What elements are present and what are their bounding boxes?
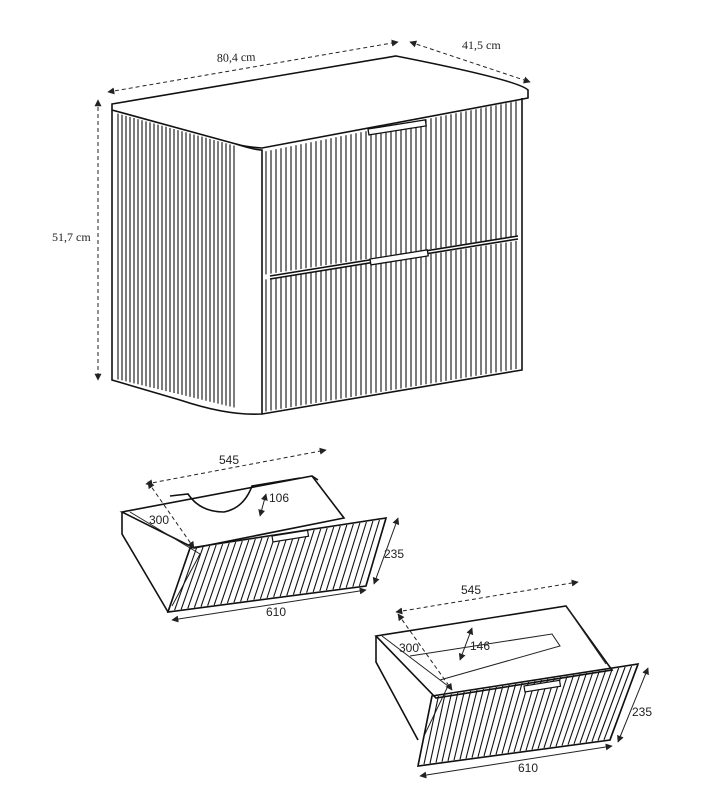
drawer-top-rib [174, 547, 198, 611]
drawer-bottom-rib [561, 672, 588, 746]
drawer-top-rib [240, 537, 263, 602]
cabinet-depth-label: 41,5 cm [462, 38, 501, 52]
drawer-bottom-rib [585, 668, 613, 743]
drawer-bottom-rib [579, 669, 607, 744]
drawer-bottom-rib [495, 683, 517, 755]
drawer-bottom-ribs [417, 664, 639, 766]
drawer-top-rib [365, 518, 387, 586]
cabinet-height-label: 51,7 cm [52, 230, 91, 244]
drawer-bottom-side-label: 300 [399, 641, 419, 655]
drawer-top-rib [246, 536, 269, 601]
drawer-bottom: 545 300 146 235 610 [374, 579, 652, 779]
drawer-top-rib [213, 541, 237, 606]
drawer-top-rib [193, 544, 217, 608]
drawer-bottom-rib [543, 675, 568, 749]
drawer-bottom-rib [555, 673, 581, 747]
drawer-top-rib [319, 525, 341, 592]
drawer-bottom-rib [429, 694, 446, 764]
drawer-bottom-rib [489, 684, 510, 756]
drawer-bottom-rib [591, 667, 620, 742]
drawer-bottom-front [416, 663, 640, 767]
drawer-bottom-rib [501, 682, 523, 754]
drawer-bottom-handle [523, 679, 562, 693]
drawer-top-rib [306, 527, 328, 593]
drawer-top-rib [200, 543, 224, 607]
drawer-top-rib [279, 531, 302, 597]
drawer-top-front-width-label: 610 [266, 605, 286, 619]
drawer-top-front-height-label: 235 [384, 547, 404, 561]
drawer-top: 545 300 106 235 610 [119, 447, 404, 623]
drawer-top-rib [167, 548, 191, 612]
drawer-bottom-rib [597, 666, 626, 741]
drawer-bottom-rib [513, 680, 536, 753]
drawer-top-rib [266, 533, 289, 599]
drawer-top-rib [226, 539, 250, 604]
drawer-bottom-rib [603, 665, 633, 741]
drawer-top-rib [253, 535, 276, 600]
drawer-top-rib [273, 532, 296, 598]
drawer-top-side-label: 300 [149, 513, 169, 527]
drawer-bottom-rib [417, 696, 433, 766]
drawer-bottom-rib [537, 676, 562, 749]
bottom-drawer-handle [369, 249, 429, 266]
cabinet-curved-edge [235, 143, 263, 414]
drawer-bottom-rib [573, 670, 600, 745]
drawer-bottom-rib [507, 681, 530, 753]
cabinet-ribs [117, 101, 517, 412]
drawer-top-rib [339, 522, 361, 589]
drawer-top-rib [259, 534, 282, 600]
drawer-top-rib [292, 529, 315, 595]
drawer-bottom-rib [549, 674, 575, 748]
cabinet [111, 55, 529, 416]
drawer-top-rib [299, 528, 322, 594]
drawer-top-cutout-label: 106 [269, 491, 289, 505]
cabinet-height-dimension: 51,7 cm [52, 99, 102, 381]
drawer-bottom-rib [525, 678, 549, 751]
drawer-top-rib [220, 540, 243, 605]
drawer-bottom-inner-height-label: 146 [470, 639, 490, 653]
drawer-top-rib [352, 520, 374, 587]
drawer-top-handle [271, 529, 310, 543]
drawer-top-rib [332, 523, 354, 590]
drawer-bottom-depth-label: 545 [461, 583, 481, 597]
drawer-bottom-rib [567, 671, 594, 745]
drawer-bottom-front-height-label: 235 [632, 705, 652, 719]
cabinet-depth-dimension: 41,5 cm [409, 38, 531, 84]
drawer-bottom-front-width-label: 610 [518, 761, 538, 775]
drawer-bottom-rib [519, 679, 542, 752]
drawer-top-depth-label: 545 [219, 453, 239, 467]
drawer-top-rib [207, 542, 230, 606]
drawer-top-rib [312, 526, 335, 593]
drawer-top-rib [345, 521, 367, 588]
drawer-bottom-rib [531, 677, 555, 750]
cabinet-width-dimension: 80,4 cm [107, 39, 399, 95]
drawer-bottom-rib [423, 695, 439, 765]
drawer-top-rib [233, 538, 256, 603]
top-drawer-handle [367, 119, 427, 136]
cabinet-body [111, 98, 523, 416]
drawer-top-rib [286, 530, 309, 596]
drawer-top-rib [325, 524, 348, 591]
drawer-top-rib [180, 546, 204, 610]
cabinet-width-label: 80,4 cm [217, 50, 257, 65]
